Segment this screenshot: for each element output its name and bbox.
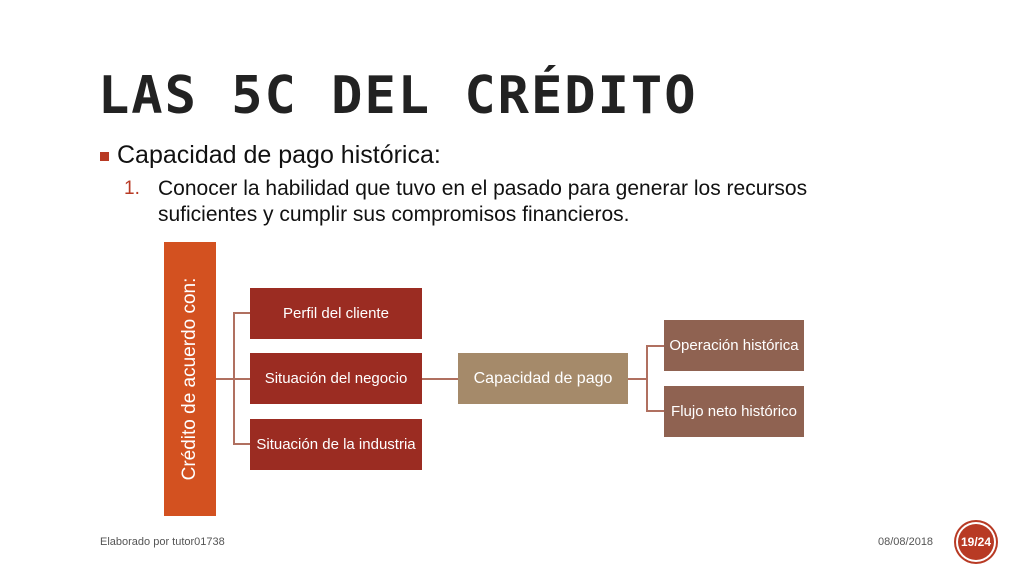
item-text: Conocer la habilidad que tuvo en el pasa…	[158, 177, 808, 226]
bullet-text: Capacidad de pago histórica:	[117, 141, 441, 169]
credit-criteria-label: Crédito de acuerdo con:	[179, 277, 200, 481]
bullet-item: Capacidad de pago histórica:	[100, 141, 441, 170]
connector-to-industria	[233, 443, 250, 445]
connector-side-to-tree	[216, 378, 250, 380]
perfil-cliente-box: Perfil del cliente	[250, 288, 422, 339]
square-bullet-icon	[100, 152, 109, 161]
footer-date: 08/08/2018	[878, 536, 934, 548]
connector-to-operacion	[646, 345, 664, 347]
situacion-industria-box: Situación de la industria	[250, 419, 422, 470]
numbered-item: 1. Conocer la habilidad que tuvo en el p…	[124, 176, 888, 228]
slide-title: LAS 5C DEL CRÉDITO	[98, 66, 698, 126]
situacion-negocio-box: Situación del negocio	[250, 353, 422, 404]
operacion-historica-box: Operación histórica	[664, 320, 804, 371]
connector-capacidad-out	[628, 378, 646, 380]
connector-to-perfil	[233, 312, 250, 314]
flujo-neto-box: Flujo neto histórico	[664, 386, 804, 437]
footer-author: Elaborado por tutor01738	[100, 536, 225, 548]
capacidad-pago-box: Capacidad de pago	[458, 353, 628, 404]
item-number: 1.	[124, 178, 140, 199]
connector-negocio-to-capacidad	[422, 378, 458, 380]
connector-vertical-right	[646, 345, 648, 411]
page-number-badge: 19/24	[958, 524, 994, 560]
credit-criteria-box: Crédito de acuerdo con:	[164, 242, 216, 516]
connector-to-flujo	[646, 410, 664, 412]
